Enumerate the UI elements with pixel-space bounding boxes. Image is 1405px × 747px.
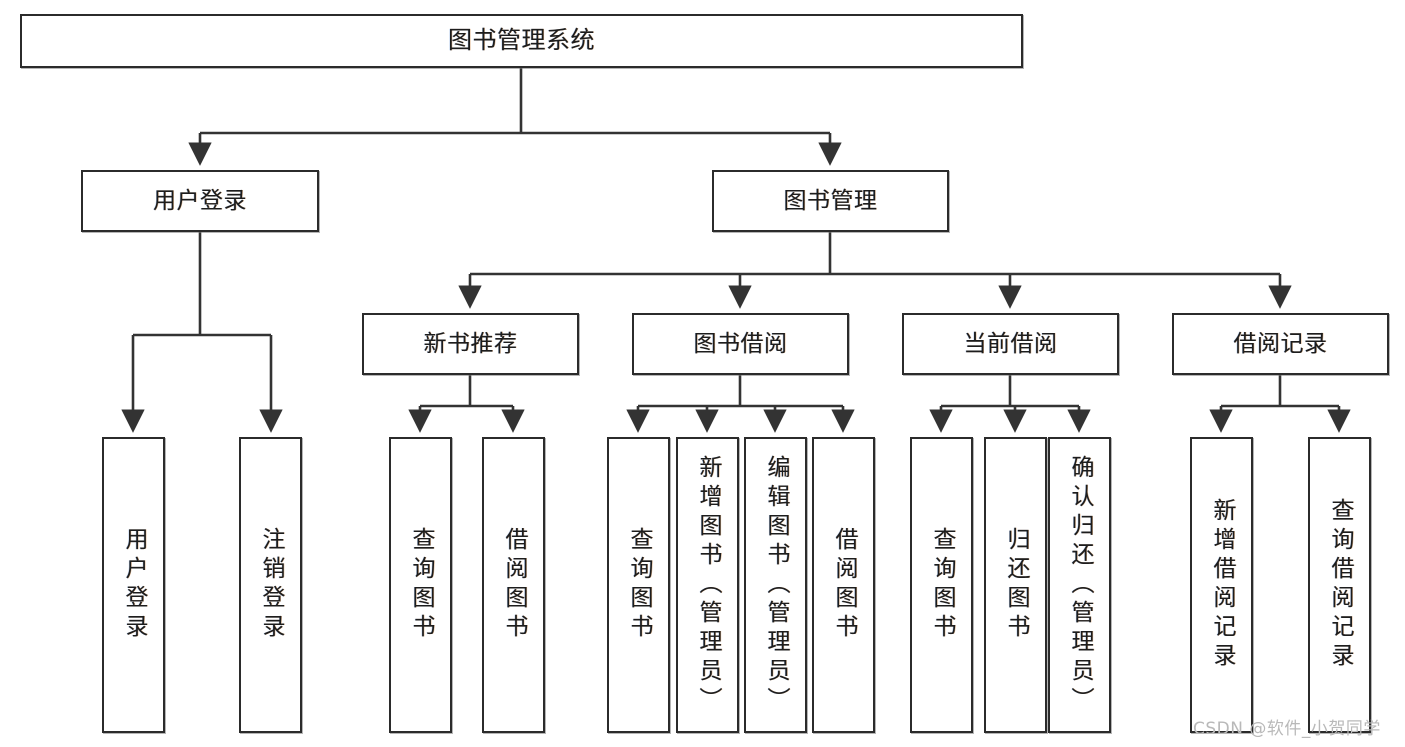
leaf-lend-book[interactable]: 借阅图书 — [812, 437, 875, 733]
node-current-borrow-label: 当前借阅 — [963, 330, 1058, 357]
leaf-query-book-current[interactable]: 查询图书 — [910, 437, 973, 733]
leaf-query-book-new[interactable]: 查询图书 — [389, 437, 452, 733]
node-root-label: 图书管理系统 — [448, 26, 595, 55]
leaf-logout[interactable]: 注销登录 — [239, 437, 302, 733]
leaf-logout-label: 注销登录 — [258, 527, 284, 643]
leaf-query-book-current-label: 查询图书 — [929, 527, 955, 643]
leaf-lend-book-label: 借阅图书 — [831, 527, 857, 643]
leaf-edit-book-admin[interactable]: 编辑图书（管理员） — [744, 437, 807, 733]
leaf-add-borrow-record-label: 新增借阅记录 — [1209, 498, 1235, 672]
node-borrow-records[interactable]: 借阅记录 — [1172, 313, 1389, 375]
node-new-book-recommend[interactable]: 新书推荐 — [362, 313, 579, 375]
leaf-add-book-admin-label: 新增图书（管理员） — [695, 454, 721, 716]
node-user-login-label: 用户登录 — [153, 187, 247, 214]
node-book-management[interactable]: 图书管理 — [712, 170, 949, 232]
leaf-add-borrow-record[interactable]: 新增借阅记录 — [1190, 437, 1253, 733]
leaf-return-book[interactable]: 归还图书 — [984, 437, 1047, 733]
node-new-book-recommend-label: 新书推荐 — [423, 330, 518, 357]
node-book-borrow[interactable]: 图书借阅 — [632, 313, 849, 375]
node-book-borrow-label: 图书借阅 — [693, 330, 788, 357]
leaf-query-book-borrow-label: 查询图书 — [626, 527, 652, 643]
leaf-confirm-return-admin-label: 确认归还（管理员） — [1067, 454, 1093, 716]
leaf-user-login-label: 用户登录 — [121, 527, 147, 643]
leaf-edit-book-admin-label: 编辑图书（管理员） — [763, 454, 789, 716]
node-current-borrow[interactable]: 当前借阅 — [902, 313, 1119, 375]
leaf-query-borrow-record-label: 查询借阅记录 — [1327, 498, 1353, 672]
node-borrow-records-label: 借阅记录 — [1233, 330, 1328, 357]
node-book-management-label: 图书管理 — [783, 187, 878, 214]
leaf-user-login[interactable]: 用户登录 — [102, 437, 165, 733]
node-user-login[interactable]: 用户登录 — [81, 170, 319, 232]
watermark: CSDN @软件_小贺同学 — [1193, 719, 1381, 739]
leaf-query-book-borrow[interactable]: 查询图书 — [607, 437, 670, 733]
node-root[interactable]: 图书管理系统 — [20, 14, 1023, 68]
leaf-return-book-label: 归还图书 — [1003, 527, 1029, 643]
leaf-query-borrow-record[interactable]: 查询借阅记录 — [1308, 437, 1371, 733]
leaf-query-book-new-label: 查询图书 — [408, 527, 434, 643]
leaf-borrow-book-new[interactable]: 借阅图书 — [482, 437, 545, 733]
leaf-add-book-admin[interactable]: 新增图书（管理员） — [676, 437, 739, 733]
leaf-confirm-return-admin[interactable]: 确认归还（管理员） — [1048, 437, 1111, 733]
leaf-borrow-book-new-label: 借阅图书 — [501, 527, 527, 643]
